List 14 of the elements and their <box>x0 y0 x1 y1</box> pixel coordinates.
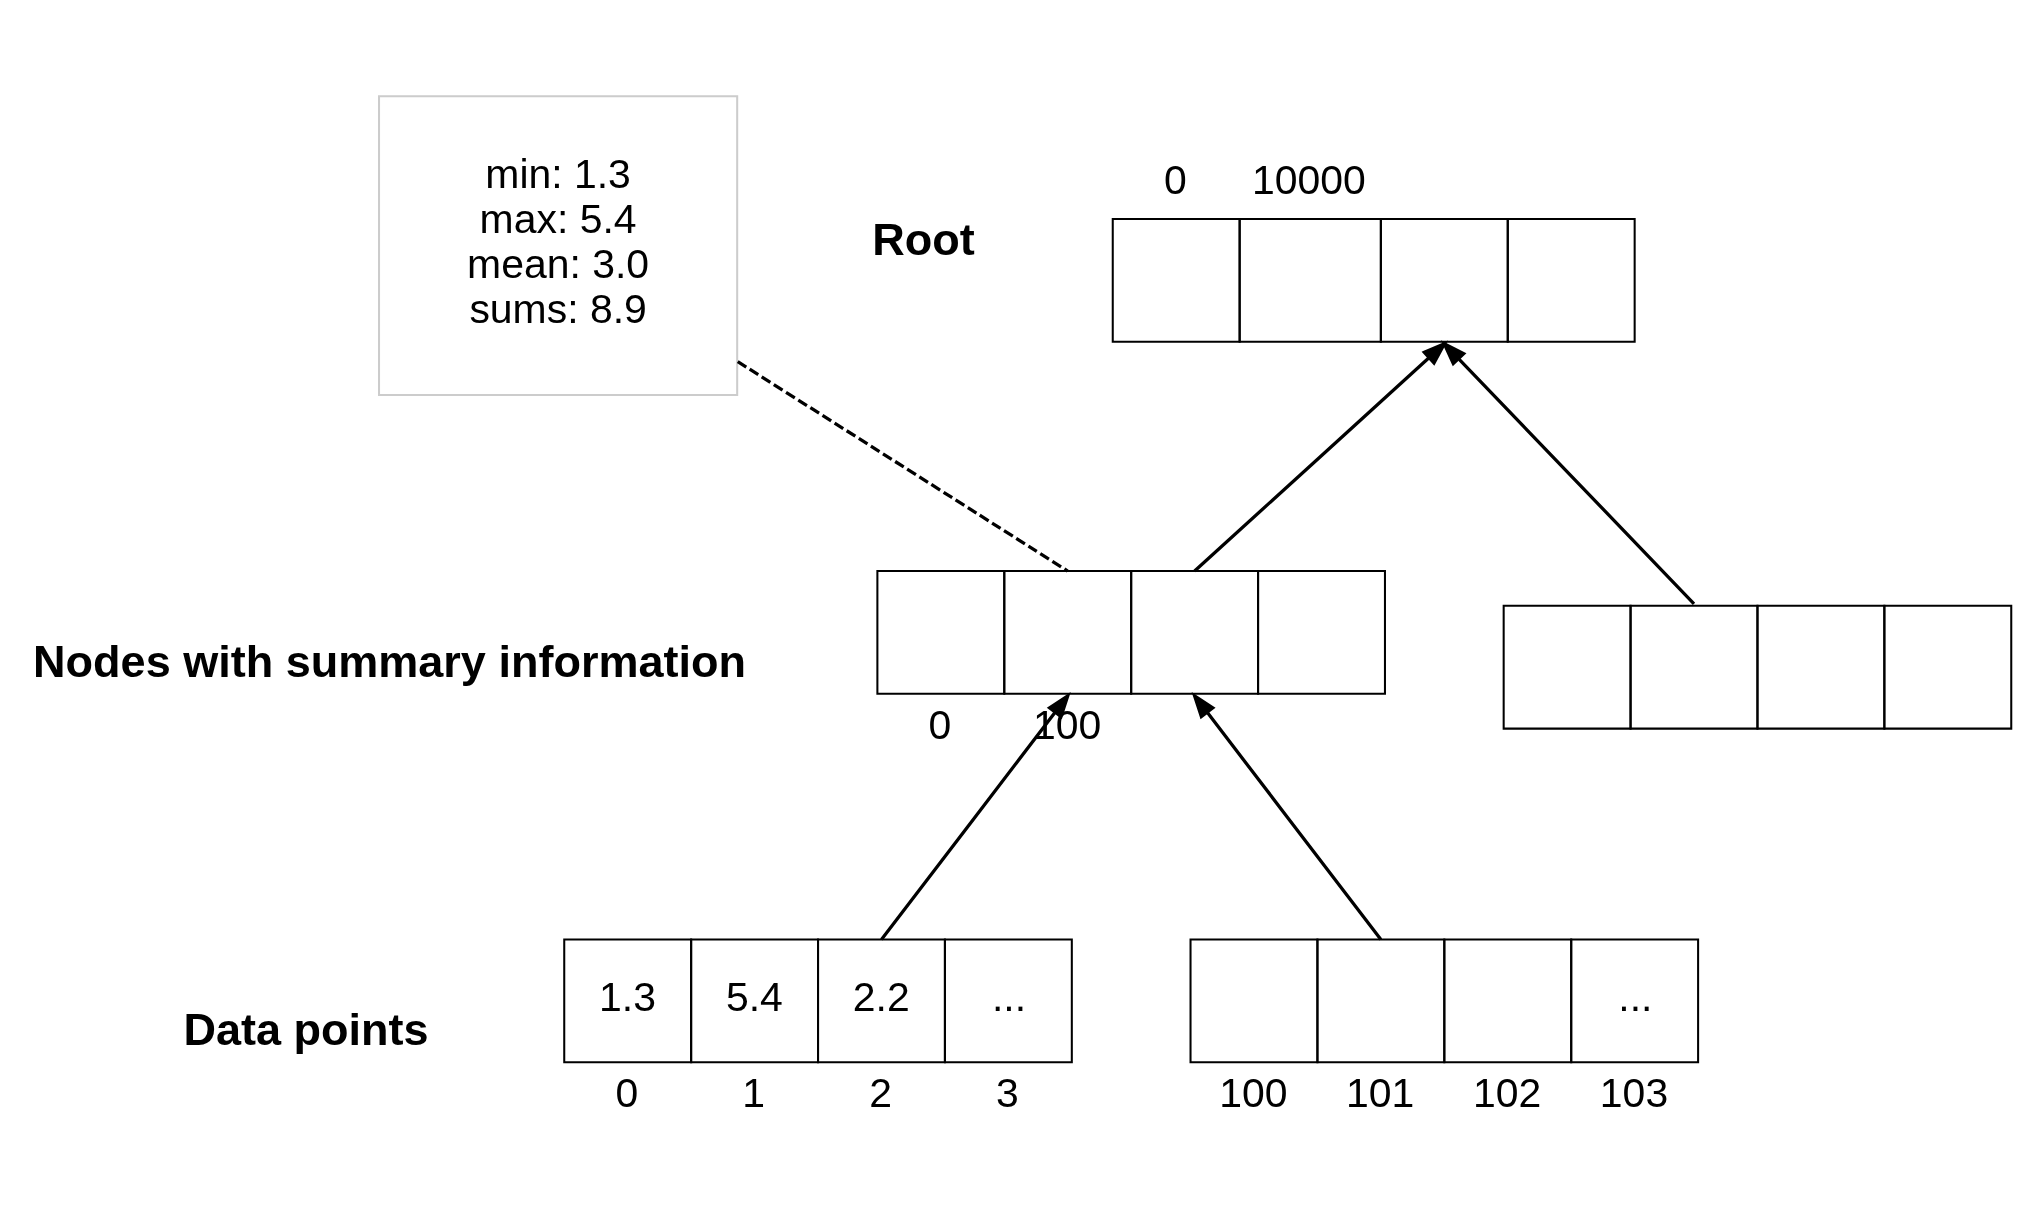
node-label: 103 <box>1599 1070 1669 1117</box>
node-label: 2 <box>869 1070 892 1117</box>
node-label: 0 <box>928 701 952 748</box>
node-label: 3 <box>996 1070 1019 1117</box>
label: Nodes with summary information <box>33 635 746 687</box>
label: Root <box>872 214 975 266</box>
node-label: 100 <box>1219 1070 1288 1117</box>
node-label: 0 <box>615 1070 639 1117</box>
node-label: 10000 <box>1251 157 1366 204</box>
label: Data points <box>183 1004 429 1056</box>
node-label: 1 <box>742 1070 766 1117</box>
node-label: 102 <box>1472 1070 1542 1117</box>
node-label: 0 <box>1163 157 1187 204</box>
node-label: 101 <box>1346 1070 1415 1117</box>
